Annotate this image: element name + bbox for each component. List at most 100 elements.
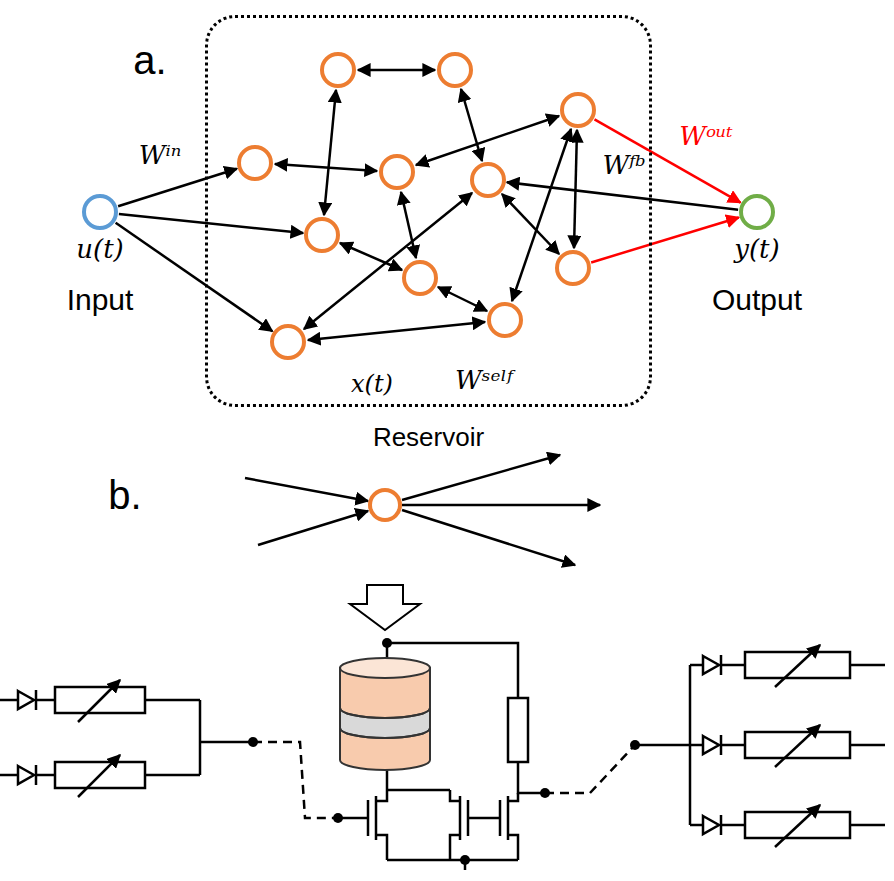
reservoir-neuron [557, 252, 589, 284]
memristor-symbol [55, 652, 850, 838]
circuit-wire [387, 859, 518, 862]
neuron-link [258, 511, 368, 545]
connector-line [507, 182, 738, 210]
signal-name: u(t) [61, 234, 140, 264]
circuit-wire [721, 824, 745, 827]
memory-cylinder [340, 658, 430, 678]
circuit-wire [690, 664, 703, 667]
memory-cylinder [340, 668, 430, 770]
wire-dot [248, 737, 258, 747]
variable-arrow [78, 755, 120, 797]
panel-label: a. [130, 37, 169, 83]
signal-name: y(t) [706, 234, 809, 264]
single-neuron [370, 490, 400, 520]
node-circle [737, 192, 777, 232]
variable-arrow [775, 805, 820, 847]
reservoir-neuron [439, 54, 471, 86]
neuron-link [245, 455, 600, 565]
neuron-link [402, 455, 560, 500]
neuron-link [402, 504, 600, 507]
output-node: y(t) Output [706, 192, 809, 318]
dashed-wire [545, 745, 635, 793]
wire-dot [630, 740, 640, 750]
connector [116, 169, 303, 331]
circuit-wire [850, 824, 885, 827]
circuit-wire [507, 796, 510, 840]
reservoir-link [324, 90, 336, 215]
reservoir-neuron [322, 54, 354, 86]
reservoir-link [461, 89, 482, 161]
diode-symbol [18, 766, 34, 784]
reservoir-link [304, 193, 472, 329]
memory-cylinder [340, 658, 430, 770]
diode-symbol [703, 816, 719, 834]
circuit-wire [376, 835, 387, 860]
circuit-wire [518, 762, 545, 793]
variable-arrow [78, 645, 820, 847]
diode-symbol [18, 655, 721, 835]
circuit-wire [0, 774, 18, 777]
circuit-wire [721, 744, 745, 747]
circuit-wire [36, 774, 55, 777]
memory-cylinder [340, 728, 430, 738]
wire-dot [540, 788, 550, 798]
circuit-wire [375, 796, 378, 840]
weight-name: Wⁱⁿ [136, 141, 185, 171]
diode-symbol [35, 765, 38, 785]
reservoir-link [438, 287, 487, 311]
connector-line [119, 214, 303, 233]
block-arrow [350, 585, 420, 630]
weight-name: Wᶠᵇ [599, 151, 648, 181]
neuron-link [245, 478, 368, 501]
circuit-wire [0, 643, 885, 870]
diode-symbol [35, 690, 38, 710]
diode-symbol [18, 691, 34, 709]
circuit-wire [0, 699, 18, 702]
weight-name: Wˢᵉˡᶠ [452, 366, 516, 396]
input-node: u(t)Input [61, 192, 140, 318]
dashed-wire [253, 742, 338, 818]
diode-symbol [720, 815, 723, 835]
connector-line [118, 169, 237, 207]
circuit-wire [450, 790, 460, 801]
reservoir-link [416, 116, 559, 165]
reservoir-link [275, 164, 377, 171]
panel-label: b. [105, 472, 144, 518]
circuit-wire [850, 664, 885, 667]
connector-line [591, 218, 739, 263]
weight-name: Wᵒᵘᵗ [676, 122, 736, 152]
circuit-wire [450, 835, 460, 860]
memory-cylinder [340, 708, 430, 718]
diode-symbol [720, 735, 723, 755]
diode-symbol [720, 655, 723, 675]
reservoir-link [275, 70, 577, 340]
circuit-wire [508, 835, 518, 860]
circuit-wire [145, 699, 200, 702]
circuit-wire [387, 789, 450, 792]
connector [591, 119, 740, 262]
node-circle [741, 196, 773, 228]
wire-dot [248, 638, 640, 865]
circuit-wire [386, 770, 389, 790]
group-title: Reservoir [208, 422, 649, 452]
circuit-wire [850, 744, 885, 747]
reservoir-neuron [489, 304, 521, 336]
resistor-symbol [508, 698, 528, 762]
circuit-wire [36, 699, 55, 702]
diode-symbol [703, 736, 719, 754]
circuit-wire [145, 774, 200, 777]
variable-arrow [775, 725, 820, 767]
variable-arrow [775, 645, 820, 687]
node-title: Output [706, 282, 809, 318]
reservoir-link [574, 130, 577, 248]
dashed-wire [253, 742, 635, 818]
neuron-link [402, 510, 575, 565]
node-circle [80, 192, 120, 232]
node-circle [84, 196, 116, 228]
reservoir-link [308, 322, 485, 340]
wire-dot [460, 855, 470, 865]
circuit-wire [199, 700, 202, 775]
circuit-wire [367, 800, 370, 836]
connector-line [595, 119, 741, 202]
